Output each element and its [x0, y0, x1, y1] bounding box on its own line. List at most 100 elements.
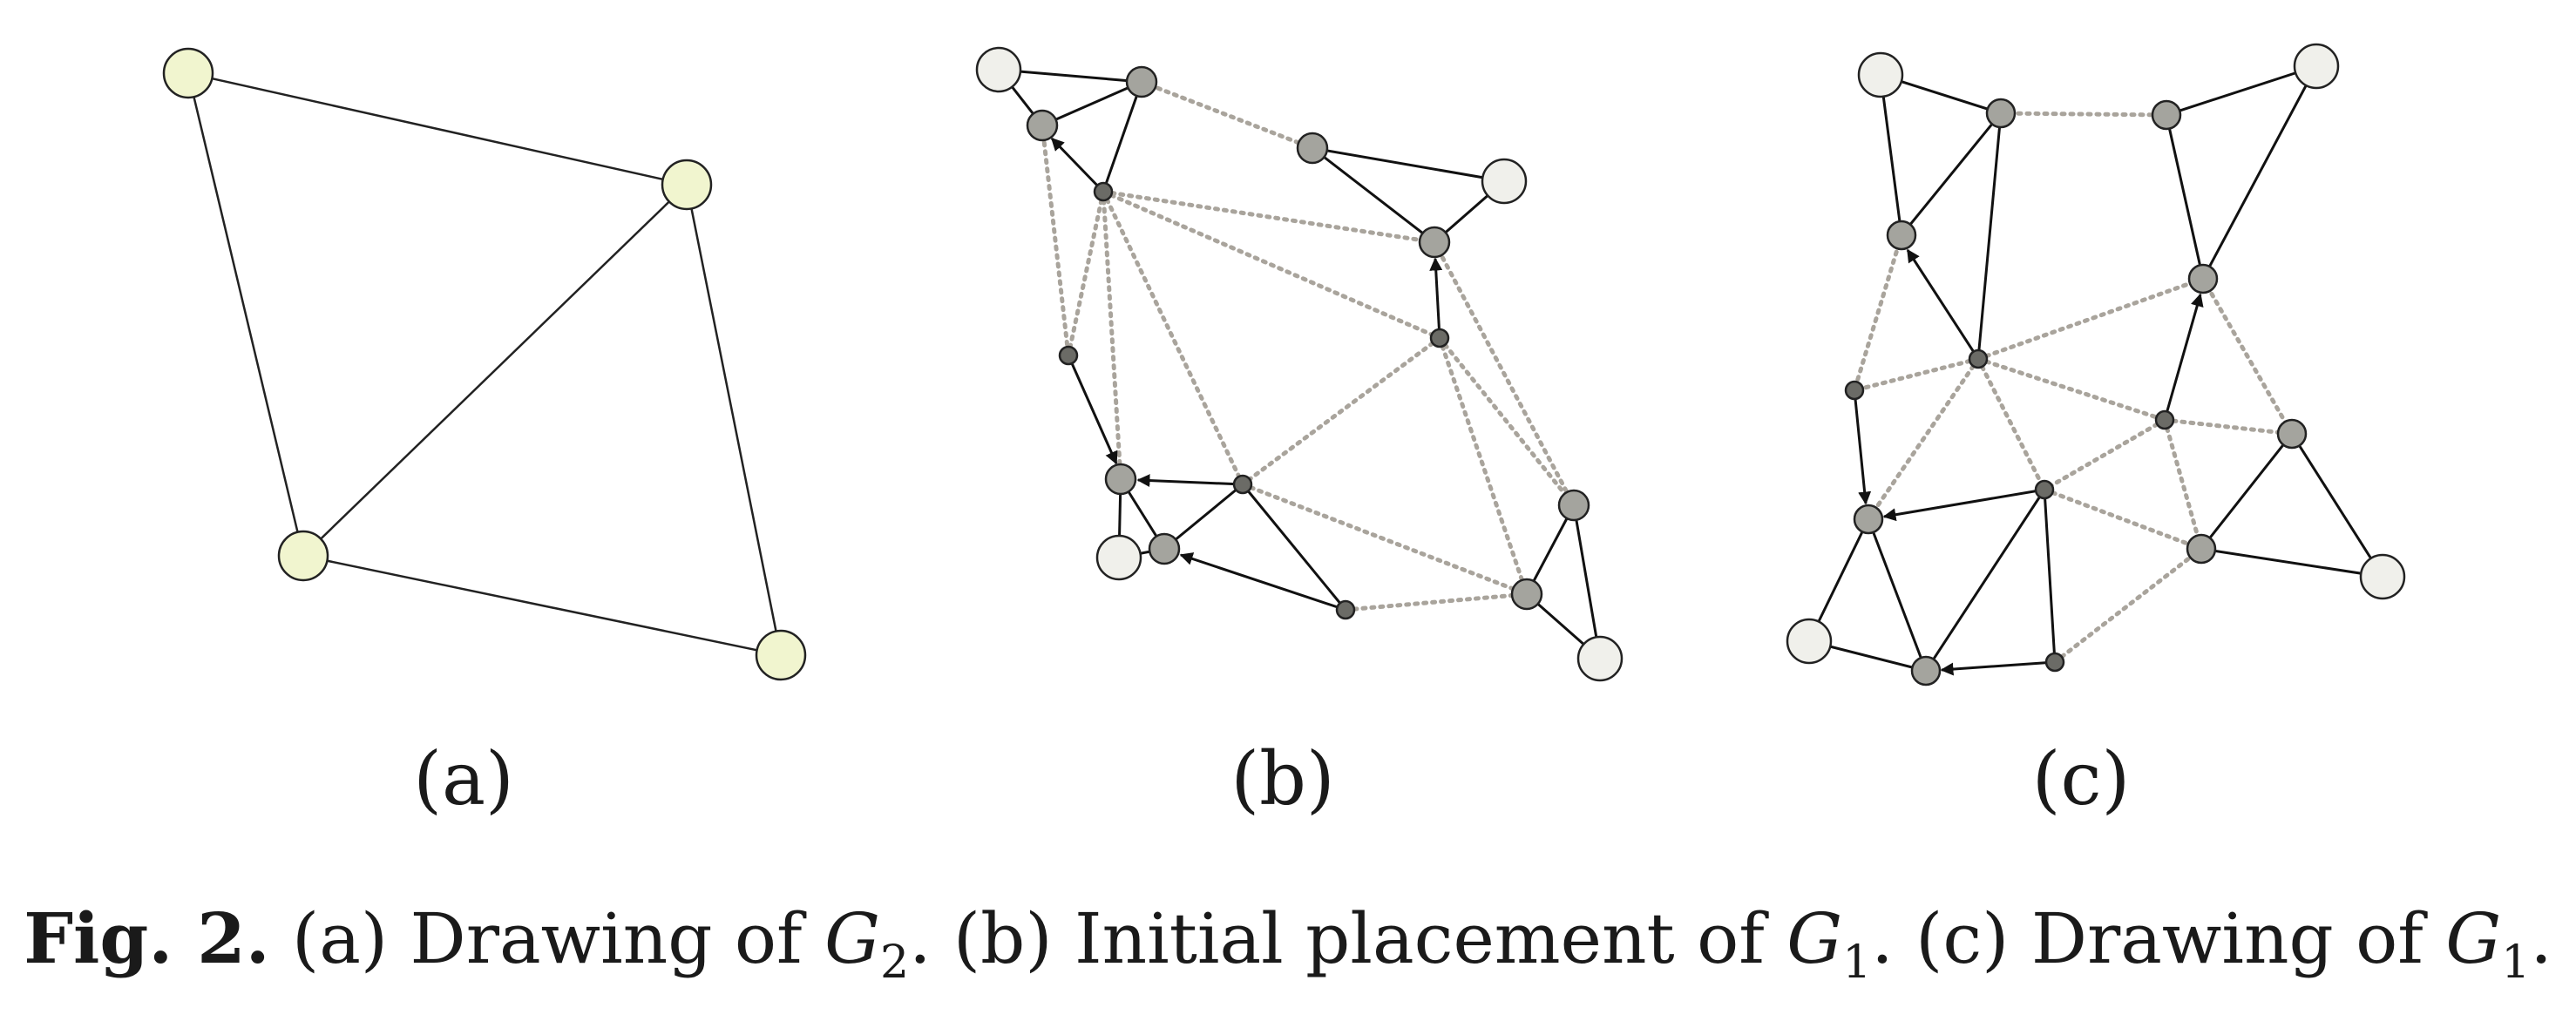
panel-b-arrows	[1050, 137, 1443, 612]
graph-node	[1910, 655, 1942, 686]
dotted-edge	[1101, 189, 1245, 487]
dotted-edge	[1998, 111, 2169, 118]
graph-node	[277, 530, 329, 582]
caption-text: .	[1871, 898, 1894, 979]
graph-node	[975, 46, 1022, 93]
graph-node	[1786, 618, 1833, 665]
edge	[2201, 65, 2318, 280]
panel-b-solid-edges	[997, 68, 1602, 660]
graph-node	[1296, 132, 1329, 165]
edge	[302, 184, 688, 557]
math-variable: G	[2445, 898, 2502, 979]
dotted-edge	[1866, 356, 1981, 522]
graph-node	[1857, 51, 1904, 98]
graph-node	[2276, 418, 2308, 450]
graph-node	[1093, 181, 1114, 202]
dotted-edge	[2042, 487, 2204, 551]
edge	[998, 68, 1142, 84]
edge	[1879, 74, 1903, 236]
graph-node	[1418, 226, 1451, 259]
edge	[1241, 484, 1347, 611]
edge	[2200, 547, 2383, 578]
figure-number: Fig. 2.	[24, 897, 270, 979]
panel-c-label: (c)	[2031, 736, 2131, 822]
graph-node	[2154, 409, 2175, 430]
edge	[302, 554, 782, 657]
edge	[1102, 81, 1143, 193]
directed-edge	[1067, 355, 1118, 465]
graph-node	[1232, 474, 1253, 495]
edge	[1867, 518, 1928, 672]
panel-a-nodes	[162, 47, 807, 681]
dotted-edge	[1976, 356, 2167, 423]
caption-part-b: (b) Initial placement of G1.	[931, 898, 1894, 989]
dotted-edge	[1852, 233, 1904, 393]
dotted-edge	[2162, 417, 2295, 436]
dotted-edge	[1976, 276, 2206, 362]
graph-node	[1481, 158, 1528, 205]
dotted-edge	[2042, 417, 2167, 492]
edge	[1924, 489, 2046, 672]
graph-node	[661, 159, 713, 211]
dotted-edge	[1437, 335, 1576, 508]
directed-edge	[1882, 488, 2045, 522]
edge	[187, 71, 688, 186]
panel-a-label: (a)	[413, 736, 514, 822]
dotted-edge	[2200, 276, 2295, 436]
graph-node	[1095, 534, 1142, 581]
panel-a-graph	[162, 47, 807, 681]
graph-node	[2359, 553, 2406, 600]
edge	[1312, 146, 1435, 244]
graph-node	[1853, 504, 1884, 535]
graph-node	[1886, 220, 1917, 251]
caption-part-a: (a) Drawing of G2.	[270, 898, 932, 989]
edge	[2200, 433, 2294, 550]
directed-edge	[1429, 257, 1443, 339]
edge	[685, 184, 783, 656]
directed-edge	[1179, 552, 1346, 612]
panel-c-nodes	[1786, 43, 2406, 686]
directed-edge	[1853, 389, 1872, 505]
dotted-edge	[1240, 482, 1529, 597]
dotted-edge	[1101, 189, 1442, 341]
edge	[186, 72, 305, 557]
dotted-edge	[1437, 335, 1529, 597]
edge	[1525, 504, 1576, 595]
dotted-edge	[1101, 189, 1437, 245]
edge	[2166, 64, 2317, 117]
graph-node	[162, 47, 214, 99]
panel-b-graph	[975, 46, 1624, 682]
edge	[1041, 80, 1142, 127]
directed-edge	[1136, 474, 1244, 488]
graph-node	[1026, 109, 1059, 142]
panel-b-dotted-edges	[1040, 79, 1576, 612]
graph-node	[1335, 599, 1356, 620]
dotted-edge	[1976, 356, 2047, 492]
dotted-edge	[1343, 592, 1529, 612]
graph-node	[2186, 533, 2217, 565]
graph-node	[1576, 635, 1624, 682]
graph-node	[1429, 328, 1450, 348]
graph-node	[1058, 345, 1079, 366]
math-subscript: 2	[879, 937, 910, 989]
caption-part-c: (c) Drawing of G1.	[1894, 898, 2552, 989]
graph-node	[1125, 65, 1158, 98]
edge	[1572, 504, 1602, 659]
dotted-edge	[1040, 123, 1071, 358]
directed-edge	[1050, 137, 1105, 193]
edge	[1312, 146, 1505, 183]
panel-b-label: (b)	[1230, 736, 1335, 822]
graph-node	[1968, 348, 1989, 369]
edge	[2043, 489, 2057, 663]
graph-node	[2151, 99, 2182, 131]
caption-text: (b) Initial placement of	[931, 898, 1787, 979]
math-variable: G	[1786, 898, 1843, 979]
edge	[1163, 483, 1244, 551]
dotted-edge	[1066, 189, 1106, 358]
dotted-edge	[1101, 189, 1123, 482]
graph-node	[1104, 463, 1137, 496]
graph-node	[1985, 98, 2017, 129]
dotted-edge	[2052, 546, 2204, 665]
math-variable: G	[824, 898, 880, 979]
